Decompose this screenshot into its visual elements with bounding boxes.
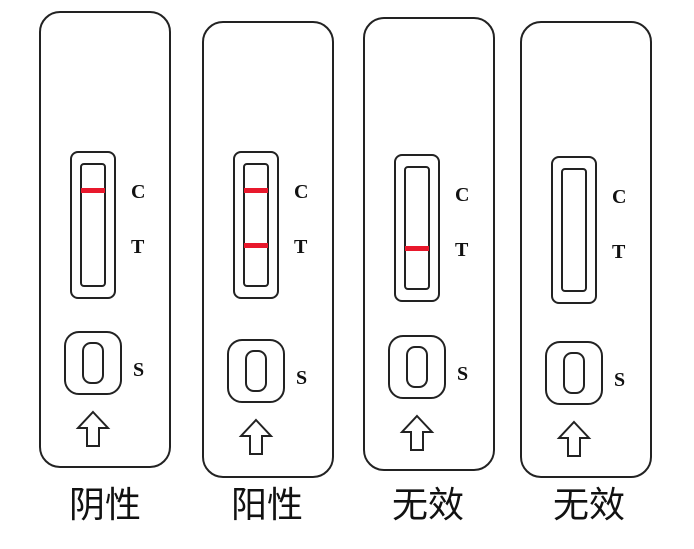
caption-positive: 阳性 (230, 485, 303, 526)
c-label: C (131, 181, 145, 203)
t-band (405, 246, 429, 251)
t-band (244, 243, 268, 248)
c-band (81, 188, 105, 193)
s-label: S (133, 359, 144, 381)
s-label: S (614, 369, 625, 391)
sample-hole (563, 352, 585, 394)
caption-invalid-2: 无效 (552, 485, 625, 526)
c-label: C (612, 186, 626, 208)
arrow-up-icon (75, 410, 111, 447)
c-label: C (455, 184, 469, 206)
test-strip (80, 163, 106, 287)
test-strip (561, 168, 587, 292)
arrow-up-icon (238, 418, 274, 455)
sample-hole (245, 350, 267, 392)
test-strip (243, 163, 269, 287)
arrow-up-icon (556, 420, 592, 457)
arrow-up-icon (399, 414, 435, 451)
s-label: S (457, 363, 468, 385)
t-label: T (612, 241, 626, 263)
s-label: S (296, 367, 307, 389)
c-label: C (294, 181, 308, 203)
sample-hole (82, 342, 104, 384)
t-label: T (294, 236, 308, 258)
c-band (244, 188, 268, 193)
t-label: T (131, 236, 145, 258)
test-strip (404, 166, 430, 290)
caption-negative: 阴性 (68, 485, 141, 526)
t-label: T (455, 239, 469, 261)
sample-hole (406, 346, 428, 388)
caption-invalid-1: 无效 (391, 485, 464, 526)
